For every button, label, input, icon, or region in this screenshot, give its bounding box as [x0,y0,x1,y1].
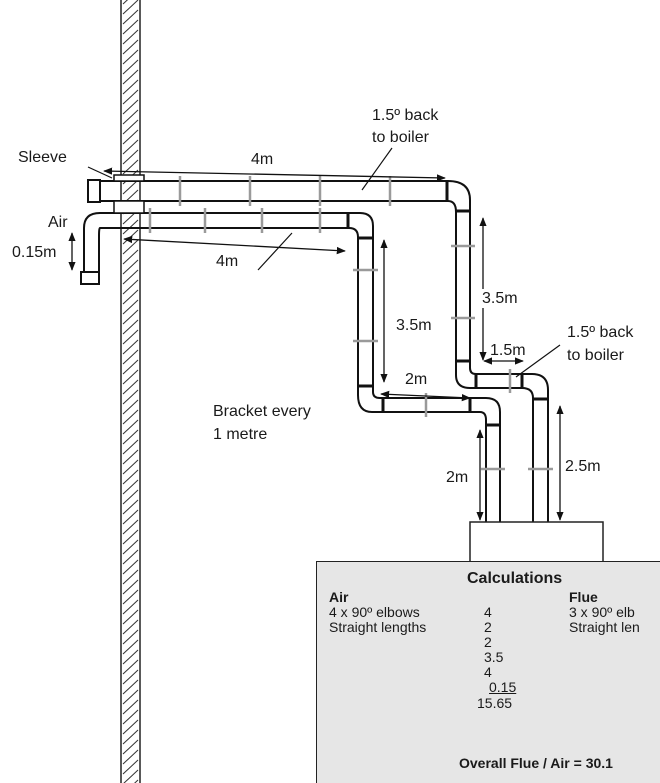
leader-lines [87,147,561,378]
air-total: 15.65 [477,695,513,711]
air-heading: Air [329,589,349,605]
calculations-panel: Calculations Air 4 x 90º elbows Straight… [316,561,660,783]
flue-top-length-label: 4m [250,150,275,169]
air-length-value: 2 [484,619,492,635]
wall [120,0,141,783]
air-length-value: 4 [484,664,492,680]
air-terminal [80,271,100,285]
flue-terminal [87,179,101,203]
boiler [469,521,604,563]
fall-note-mid-line1: 1.5º back [567,324,634,341]
flue-vertical-2-label: 2.5m [565,458,601,475]
flue-pipe [87,179,549,522]
sleeve-label: Sleeve [18,149,67,166]
flue-vertical-1-label: 3.5m [481,289,519,308]
dimension-arrows [68,167,564,521]
air-length-value: 3.5 [484,649,504,665]
fall-note-top-line1: 1.5º back [372,107,439,124]
flue-elbows-label: 3 x 90º elb [569,604,635,620]
air-length-value: 2 [484,634,492,650]
flue-straight-label: Straight len [569,619,640,635]
air-elbows-label: 4 x 90º elbows [329,604,420,620]
air-length-value: 0.15 [489,679,517,695]
flue-heading: Flue [569,589,598,605]
air-pipe [80,212,501,522]
air-elbows-value: 4 [484,604,492,620]
air-drop-label: 0.15m [12,244,57,261]
calculations-title: Calculations [467,570,563,587]
air-label: Air [48,214,68,231]
bracket-note-line2: 1 metre [213,426,268,443]
bracket-note-line1: Bracket every [213,403,311,420]
air-vertical-2-label: 2m [446,469,469,486]
flue-horizontal-2-label: 1.5m [490,342,526,359]
air-horizontal-2-label: 2m [405,371,428,388]
fall-note-mid-line2: to boiler [567,347,624,364]
overall-total: Overall Flue / Air = 30.1 [459,755,613,771]
fall-note-top-line2: to boiler [372,129,429,146]
air-top-length-label: 4m [215,252,240,271]
air-vertical-1-label: 3.5m [396,317,432,334]
air-straight-label: Straight lengths [329,619,427,635]
